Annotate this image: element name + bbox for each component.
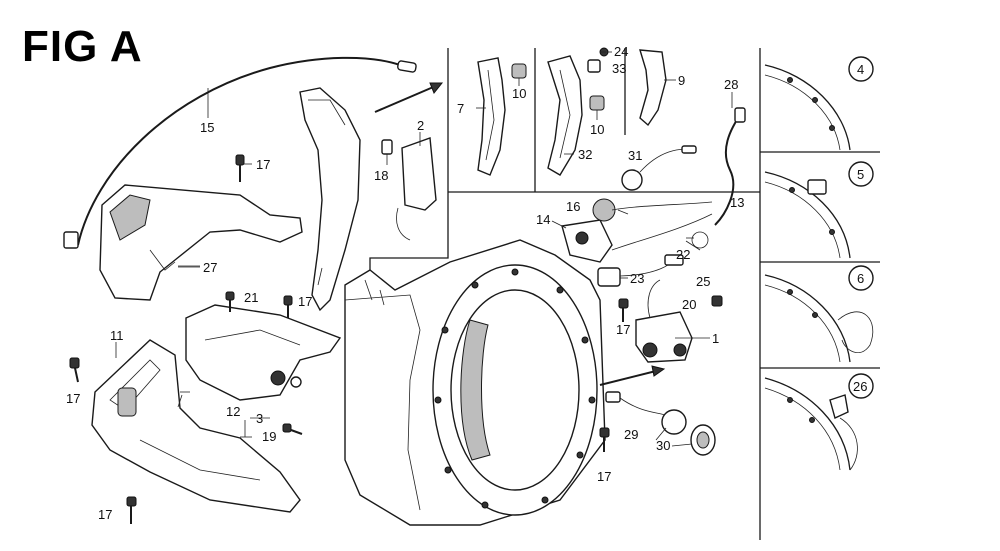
curved-guide-32 — [547, 55, 583, 176]
callout-17-e: 17 — [616, 322, 630, 337]
callout-19: 19 — [262, 429, 276, 444]
callout-15: 15 — [200, 120, 214, 135]
inset-view-6 — [764, 265, 874, 363]
callout-33: 33 — [612, 61, 626, 76]
bolt-17-c — [69, 357, 80, 383]
callout-9: 9 — [678, 73, 685, 88]
callout-17-d: 17 — [98, 507, 112, 522]
ignition-module-group — [561, 198, 713, 287]
callout-10-b: 10 — [590, 122, 604, 137]
callout-22: 22 — [676, 247, 690, 262]
callout-28: 28 — [724, 77, 738, 92]
callout-1: 1 — [712, 331, 719, 346]
callout-14: 14 — [536, 212, 550, 227]
callout-3: 3 — [256, 411, 263, 426]
callout-10-a: 10 — [512, 86, 526, 101]
callout-16: 16 — [566, 199, 580, 214]
callout-27: 27 — [203, 260, 217, 275]
bolt-17-d — [126, 496, 137, 524]
blower-housing — [344, 239, 606, 526]
callout-13: 13 — [730, 195, 744, 210]
bolt-20 — [711, 295, 723, 307]
inset-view-26 — [764, 373, 874, 471]
callout-12: 12 — [226, 404, 240, 419]
control-box-1 — [635, 279, 693, 363]
callout-21: 21 — [244, 290, 258, 305]
housing-bolt-holes — [434, 268, 596, 509]
guide-piece-9 — [639, 49, 667, 127]
callout-11: 11 — [110, 328, 124, 343]
bolt-17-b — [283, 295, 293, 318]
callout-labels: 1 2 3 4 5 6 7 9 10 10 11 12 13 14 15 16 … — [66, 44, 867, 522]
callout-26: 26 — [853, 379, 867, 394]
callout-17-a: 17 — [256, 157, 270, 172]
callout-4: 4 — [857, 62, 864, 77]
bolt-17-e — [618, 298, 629, 322]
callout-7: 7 — [457, 101, 464, 116]
inset-column — [759, 48, 880, 540]
sensor-bracket-2 — [381, 132, 437, 241]
inset-frame-top — [369, 48, 760, 280]
curved-guide-7 — [477, 57, 506, 176]
callout-25: 25 — [696, 274, 710, 289]
bolt-19 — [282, 423, 303, 435]
sensor-31 — [621, 145, 697, 191]
callout-17-b: 17 — [298, 294, 312, 309]
callout-23: 23 — [630, 271, 644, 286]
bolt-17-a — [235, 154, 245, 182]
bolt-17-f — [599, 427, 610, 452]
callout-20: 20 — [682, 297, 696, 312]
callout-2: 2 — [417, 118, 424, 133]
inset-view-4 — [764, 56, 874, 151]
leader-lines — [177, 51, 710, 447]
callout-17-c: 17 — [66, 391, 80, 406]
figure-title: FIG A — [22, 22, 143, 71]
arrow-lower — [599, 365, 666, 386]
wire-harness-15 — [63, 56, 417, 249]
shroud-cover-27 — [99, 184, 303, 301]
callout-31: 31 — [628, 148, 642, 163]
callout-29: 29 — [624, 427, 638, 442]
bolt-21 — [225, 291, 235, 312]
callout-5: 5 — [857, 167, 864, 182]
callout-32: 32 — [578, 147, 592, 162]
inset-view-5 — [764, 161, 874, 259]
air-guide-3 — [299, 87, 361, 312]
connector-29 — [605, 391, 687, 435]
cable-28 — [714, 92, 746, 226]
callout-30: 30 — [656, 438, 670, 453]
clip-10-a — [511, 63, 527, 86]
callout-24: 24 — [614, 44, 628, 59]
plug-30 — [690, 424, 716, 456]
callout-17-f: 17 — [597, 469, 611, 484]
shroud-cover-11 — [91, 339, 301, 513]
bracket-assembly-12 — [180, 304, 342, 437]
arrow-upper — [374, 82, 444, 113]
clip-10-b — [589, 95, 605, 120]
callout-6: 6 — [857, 271, 864, 286]
callout-18: 18 — [374, 168, 388, 183]
